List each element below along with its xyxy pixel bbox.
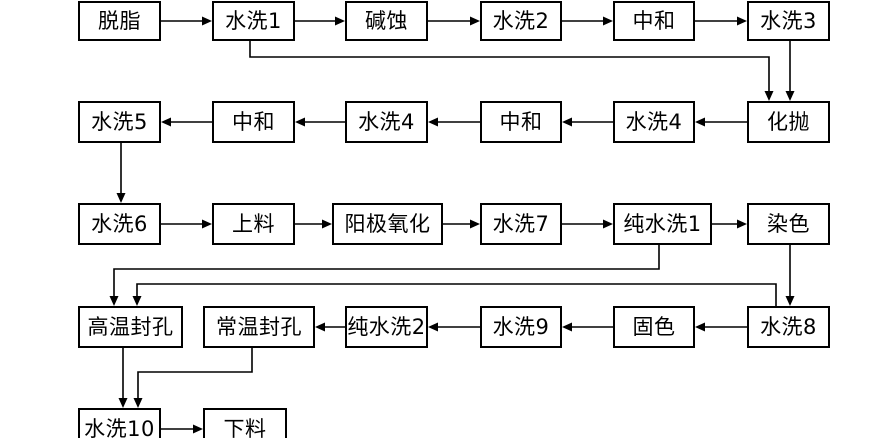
- flow-arrow-rinse4a-to-neutralize2: [562, 117, 613, 127]
- flow-arrow-neutralize3-to-rinse5: [161, 117, 212, 127]
- flow-node-hot_sealing: 高温封孔: [78, 306, 183, 348]
- flow-node-unloading: 下料: [203, 408, 287, 438]
- flow-node-dyeing: 染色: [747, 203, 830, 245]
- flow-node-neutralize1: 中和: [613, 1, 695, 41]
- flow-node-rinse3: 水洗3: [747, 1, 830, 41]
- flow-arrow-degrease-to-rinse1: [161, 16, 212, 26]
- flow-node-rinse4b: 水洗4: [345, 101, 428, 143]
- flow-node-rinse1: 水洗1: [212, 1, 295, 41]
- flow-node-pure_rinse1: 纯水洗1: [613, 203, 712, 245]
- flow-arrow-rinse3-to-chem_polish: [785, 41, 795, 101]
- flow-arrow-alkali_etch-to-rinse2: [428, 16, 480, 26]
- flow-arrow-anodizing-to-rinse7: [443, 219, 480, 229]
- flow-node-neutralize2: 中和: [480, 101, 562, 143]
- flow-arrow-rinse1-to-chem_polish: [249, 41, 774, 101]
- flow-node-neutralize3: 中和: [212, 101, 295, 143]
- flow-arrow-pure_rinse2-to-cold_sealing: [315, 322, 345, 332]
- flow-arrow-cold_sealing-to-rinse10: [133, 348, 253, 408]
- flow-node-rinse9: 水洗9: [480, 306, 562, 348]
- flow-arrow-pure_rinse1-to-hot_sealing: [109, 245, 660, 306]
- flow-node-rinse8: 水洗8: [747, 306, 830, 348]
- flow-arrow-rinse10-to-unloading: [161, 424, 203, 434]
- flow-node-pure_rinse2: 纯水洗2: [345, 306, 428, 348]
- flow-node-alkali_etch: 碱蚀: [345, 1, 428, 41]
- flow-arrow-rinse5-to-rinse6: [116, 143, 126, 203]
- flow-arrow-rinse4b-to-neutralize3: [295, 117, 345, 127]
- flow-arrow-dyeing-to-rinse8: [785, 245, 795, 306]
- flow-arrow-neutralize1-to-rinse3: [695, 16, 747, 26]
- flow-arrow-rinse7-to-pure_rinse1: [562, 219, 613, 229]
- flow-node-loading: 上料: [212, 203, 295, 245]
- flow-arrow-hot_sealing-to-rinse10: [118, 348, 128, 408]
- flow-node-rinse7: 水洗7: [480, 203, 562, 245]
- flow-node-chem_polish: 化抛: [747, 101, 830, 143]
- flow-arrow-chem_polish-to-rinse4a: [695, 117, 747, 127]
- flow-arrow-rinse8-to-hot_sealing: [132, 283, 777, 306]
- flow-node-anodizing: 阳极氧化: [332, 203, 443, 245]
- flow-arrow-rinse2-to-neutralize1: [562, 16, 613, 26]
- flow-node-rinse5: 水洗5: [78, 101, 161, 143]
- flow-node-rinse6: 水洗6: [78, 203, 161, 245]
- flow-node-rinse10: 水洗10: [78, 408, 161, 438]
- flow-arrow-pure_rinse1-to-dyeing: [712, 219, 747, 229]
- flow-arrow-rinse1-to-alkali_etch: [295, 16, 345, 26]
- flow-arrow-color_fixing-to-rinse9: [562, 322, 613, 332]
- flow-node-cold_sealing: 常温封孔: [203, 306, 315, 348]
- flow-arrow-rinse9-to-pure_rinse2: [428, 322, 480, 332]
- flow-node-rinse2: 水洗2: [480, 1, 562, 41]
- flow-node-degrease: 脱脂: [78, 1, 161, 41]
- flow-arrow-loading-to-anodizing: [295, 219, 332, 229]
- flow-node-color_fixing: 固色: [613, 306, 695, 348]
- flow-node-rinse4a: 水洗4: [613, 101, 695, 143]
- flow-arrow-rinse8-to-color_fixing: [695, 322, 747, 332]
- flow-arrow-rinse6-to-loading: [161, 219, 212, 229]
- flow-arrow-neutralize2-to-rinse4b: [428, 117, 480, 127]
